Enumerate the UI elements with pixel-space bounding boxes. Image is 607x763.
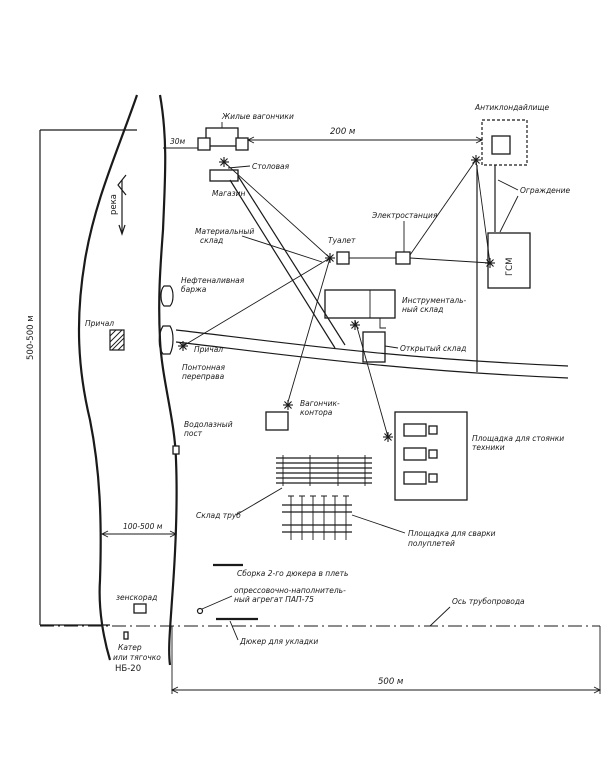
equipment-area-label-1: Площадка для стоянки <box>472 434 564 443</box>
toilet-label: Туалет <box>328 236 356 245</box>
fuel-barge-label-1: Нефтеналивная <box>181 276 245 285</box>
vehicle-2 <box>403 447 427 461</box>
duker-laying-leader <box>229 620 239 641</box>
wagon-office-label-1: Вагончик- <box>300 399 340 408</box>
vehicle-2-cab <box>428 449 438 459</box>
fuel-barge <box>160 285 174 307</box>
antiexplosive-pit-label: Антиклондайлище <box>474 103 549 112</box>
river-label: река <box>109 194 119 215</box>
vehicle-3-cab <box>428 473 438 483</box>
housing-wagons <box>205 127 239 147</box>
fuel-barge-label-2: баржа <box>181 285 207 294</box>
pipeline-axis-leader <box>429 606 451 627</box>
material-warehouse-label-2: склад <box>200 236 223 245</box>
toilet <box>336 251 350 265</box>
lighting-wires <box>182 159 491 438</box>
welding-area-label-1: Площадка для сварки <box>408 529 496 538</box>
boat <box>123 631 129 640</box>
left-pier-label: Причал <box>85 319 114 328</box>
pipeline-axis-label: Ось трубопровода <box>452 597 525 606</box>
pier-structure <box>158 325 174 355</box>
diving-post-label-1: Водолазный <box>184 420 233 429</box>
access-road-b <box>229 179 336 349</box>
pressure-unit-label-2: ный агрегат ПАП-75 <box>234 595 314 604</box>
fence-label: Ограждение <box>520 186 571 195</box>
dim-500m-arrow-l <box>170 686 179 694</box>
diving-post <box>172 445 180 455</box>
material-warehouse-leader <box>241 235 323 263</box>
housing-wagon-small <box>197 137 211 151</box>
dim-200m-arrow-left <box>246 136 255 144</box>
pressure-unit-leader <box>201 595 233 610</box>
fence-leader-1 <box>497 179 519 191</box>
antiexplosive-pit-outer <box>481 119 528 166</box>
pipe-warehouse-leader <box>235 487 283 516</box>
shop <box>209 169 239 182</box>
canteen-leader <box>227 165 251 169</box>
gsm-label: ГСМ <box>505 258 515 276</box>
welding-area <box>282 495 352 540</box>
pipe-warehouse-label: Склад труб <box>196 511 241 520</box>
dim-30m-label: 30м <box>170 137 186 146</box>
pontoon-label-2: переправа <box>182 372 225 381</box>
dim-100-500-label: 100-500 м <box>123 522 163 531</box>
pipe-warehouse <box>276 455 372 486</box>
wagon-office <box>265 411 289 431</box>
boat-label-1: Катер <box>118 643 142 652</box>
power-station <box>395 251 411 265</box>
dim-500m-arrow-r <box>593 686 602 694</box>
flow-arrow-icon <box>117 174 127 236</box>
dim-100-500-arrow-r <box>169 530 178 538</box>
housing-wagons-label: Жилые вагончики <box>221 112 294 121</box>
canteen-label: Столовая <box>252 162 290 171</box>
open-warehouse-label: Открытый склад <box>400 344 466 353</box>
small-storage <box>133 603 147 614</box>
duker-for-laying-label: Дюкер для укладки <box>239 637 318 646</box>
wagon-office-label-2: контора <box>300 408 333 417</box>
equipment-area-label-2: техники <box>472 443 505 452</box>
tool-warehouse-label-1: Инструменталь- <box>402 296 467 305</box>
antiexplosive-pit-inner <box>491 135 511 155</box>
welding-area-label-2: полуплетей <box>408 539 455 548</box>
open-warehouse-leader <box>384 345 399 349</box>
pressure-unit-label-1: опрессовочно-наполнитель- <box>234 586 346 595</box>
diving-post-label-2: пост <box>184 429 203 438</box>
left-distance-label: 500-500 м <box>26 315 36 360</box>
pressure-unit <box>196 607 204 615</box>
open-warehouse <box>362 331 386 363</box>
road-lower-edge <box>175 341 569 379</box>
material-warehouse-label-1: Материальный <box>195 227 254 236</box>
tool-warehouse <box>324 289 396 319</box>
river-left-bank <box>77 94 139 661</box>
vehicle-1-cab <box>428 425 438 435</box>
boat-label-2: или тягочко <box>113 653 161 662</box>
vehicle-1 <box>403 423 427 437</box>
small-storage-label: зенскорад <box>116 593 157 602</box>
dim-100-500-arrow-l <box>100 530 109 538</box>
tool-warehouse-label-2: ный склад <box>402 305 443 314</box>
second-duker-label: Сборка 2-го дюкера в плеть <box>237 569 348 578</box>
housing-wagon-small-2 <box>235 137 249 151</box>
dim-500m-label: 500 м <box>378 677 404 687</box>
boat-label-3: НБ-20 <box>115 664 141 674</box>
entry-arrow-icon <box>379 318 386 329</box>
shop-label: Магазин <box>212 189 245 198</box>
road-upper-edge <box>175 329 569 367</box>
left-pier-hatch <box>109 329 125 351</box>
pier-label: Причал <box>194 345 223 354</box>
access-road-a <box>237 175 346 346</box>
pontoon-label-1: Понтонная <box>182 363 225 372</box>
fence-leader-2 <box>499 195 519 233</box>
welding-area-leader <box>351 514 406 534</box>
power-station-label: Электростанция <box>371 211 438 220</box>
vehicle-3 <box>403 471 427 485</box>
river-right-bank <box>158 94 178 666</box>
dim-200m-label: 200 м <box>330 127 356 137</box>
